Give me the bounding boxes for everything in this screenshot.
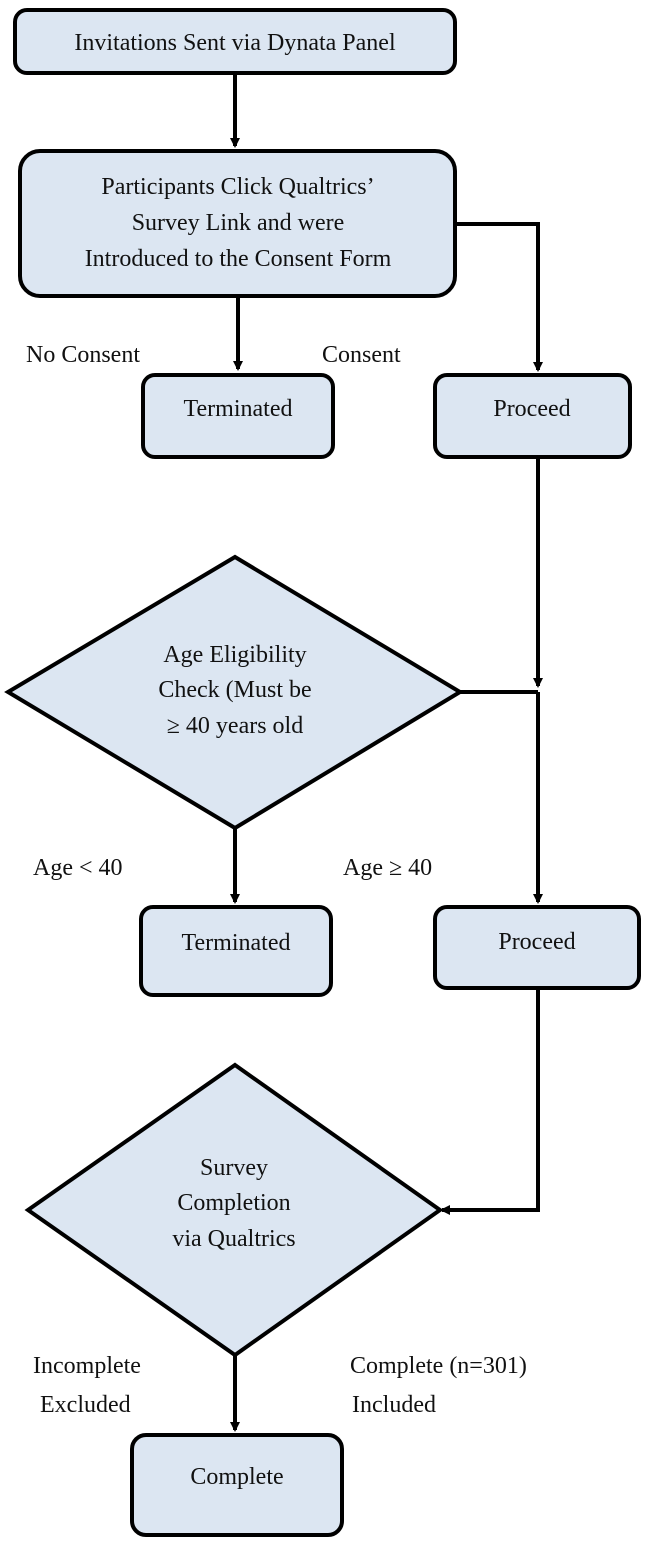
node-invitations-line-1: Invitations Sent via Dynata Panel bbox=[74, 30, 396, 56]
node-consent-form-line-1: Participants Click Qualtrics’ bbox=[101, 174, 374, 200]
node-age-check-line-2: Check (Must be bbox=[158, 677, 311, 703]
node-complete: Complete bbox=[130, 1433, 344, 1537]
node-invitations: Invitations Sent via Dynata Panel bbox=[13, 8, 457, 75]
node-consent-form-line-2: Survey Link and were bbox=[132, 210, 345, 236]
node-proceed-2-label: Proceed bbox=[498, 929, 575, 955]
node-terminated-1: Terminated bbox=[141, 373, 335, 459]
node-proceed-1: Proceed bbox=[433, 373, 632, 459]
label-incomplete-line-2: Excluded bbox=[40, 1392, 131, 1418]
node-survey-completion-line-2: Completion bbox=[177, 1190, 290, 1216]
edge-consent-to-proceed bbox=[455, 222, 543, 372]
label-no-consent: No Consent bbox=[26, 342, 140, 368]
node-age-check-line-1: Age Eligibility bbox=[163, 642, 306, 668]
label-age-over-40: Age ≥ 40 bbox=[343, 855, 432, 881]
edge-proceed-to-survey bbox=[440, 988, 540, 1215]
node-age-check-line-3: ≥ 40 years old bbox=[167, 713, 303, 739]
edges bbox=[230, 73, 543, 1432]
label-complete-line-2: Included bbox=[352, 1392, 436, 1418]
edge-labels: No Consent Consent Age < 40 Age ≥ 40 Inc… bbox=[26, 342, 527, 1418]
node-terminated-1-label: Terminated bbox=[184, 396, 293, 422]
node-terminated-2-label: Terminated bbox=[182, 930, 291, 956]
node-age-check: Age Eligibility Check (Must be ≥ 40 year… bbox=[4, 554, 464, 831]
node-proceed-2: Proceed bbox=[433, 905, 641, 990]
label-age-under-40: Age < 40 bbox=[33, 855, 123, 881]
label-incomplete-line-1: Incomplete bbox=[33, 1353, 141, 1379]
label-complete-line-1: Complete (n=301) bbox=[350, 1353, 527, 1379]
node-proceed-1-label: Proceed bbox=[493, 396, 570, 422]
node-complete-label: Complete bbox=[190, 1464, 283, 1490]
node-consent-form: Participants Click Qualtrics’ Survey Lin… bbox=[18, 149, 457, 298]
node-survey-completion-line-3: via Qualtrics bbox=[172, 1226, 295, 1252]
node-survey-completion-line-1: Survey bbox=[200, 1155, 268, 1181]
node-terminated-2: Terminated bbox=[139, 905, 333, 997]
node-survey-completion: Survey Completion via Qualtrics bbox=[24, 1062, 444, 1358]
label-consent: Consent bbox=[322, 342, 401, 368]
node-consent-form-line-3: Introduced to the Consent Form bbox=[85, 246, 392, 272]
